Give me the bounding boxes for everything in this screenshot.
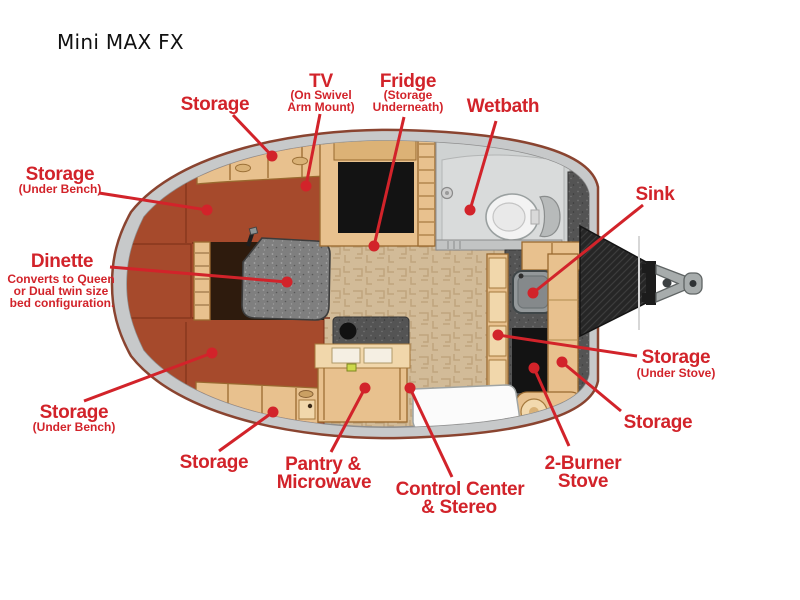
fridge-front [338,162,414,233]
label-storage-under-bench-bottom: Storage [40,402,109,423]
tongue-box [579,224,703,338]
toilet-tank [539,195,561,238]
level-tool [346,363,357,372]
label-storage-right: Storage [624,412,693,433]
label-control-center-sub: & Stereo [421,497,497,518]
label-storage-under-stove: Storage [642,347,711,368]
stereo-shelf [332,316,410,348]
label-pantry: Pantry & [285,454,361,475]
label-storage-top: Storage [181,94,250,115]
label-dinette-sub3: bed configuration. [10,296,115,310]
label-tv-sub1: (On Swivel [290,88,351,102]
faucet [518,273,524,279]
label-storage-under-bench-bottom-sub: (Under Bench) [33,420,116,434]
callout-dots [201,150,568,418]
under-stove-drawers [486,253,509,393]
wetbath-room [435,140,571,251]
label-fridge-sub2: Underneath) [373,100,444,114]
label-storage-under-bench-top-sub: (Under Bench) [19,182,102,196]
dinette-left-cushion-seam [127,243,192,319]
pantry-cabinet [314,343,411,423]
label-two-burner-stove-sub: Stove [558,471,608,492]
label-tv-sub2: Arm Mount) [287,100,354,114]
label-storage-under-bench-top: Storage [26,164,95,185]
label-dinette: Dinette [31,251,93,272]
bed-slat-panel [193,241,211,321]
label-control-center: Control Center [396,479,526,500]
label-fridge: Fridge [380,71,436,92]
wetbath-wall-ladder [417,140,436,247]
label-storage-bottom: Storage [180,452,249,473]
label-fridge-sub1: (Storage [384,88,433,102]
callout-lines [83,113,644,478]
label-dinette-sub1: Converts to Queen [7,272,114,286]
label-wetbath: Wetbath [467,96,540,117]
label-two-burner-stove: 2-Burner [545,453,623,474]
label-dinette-sub2: or Dual twin size [14,284,109,298]
label-tv: TV [309,71,333,92]
page-title: Mini MAX FX [57,30,184,54]
label-storage-under-stove-sub: (Under Stove) [637,366,716,380]
label-pantry-sub: Microwave [277,472,371,493]
label-sink: Sink [636,184,676,205]
